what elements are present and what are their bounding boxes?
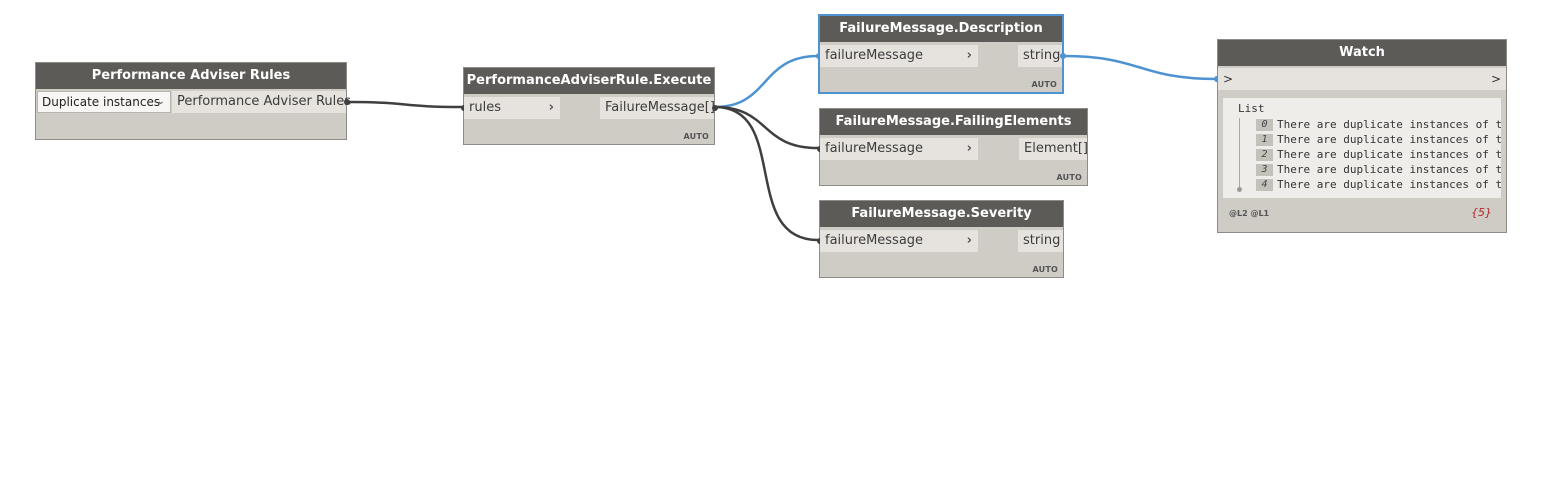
wire-rules [346,100,463,109]
list-item-text: There are duplicate instances of t [1277,133,1501,146]
node-title[interactable]: Watch [1218,40,1506,66]
list-index: 0 [1256,119,1273,131]
output-port-label: Element[] [1024,141,1088,156]
output-port-string[interactable]: string [1018,45,1062,67]
output-port-label: FailureMessage[] [605,100,715,115]
watch-port-bar: > > [1218,68,1506,90]
input-port-failure-message[interactable]: failureMessage › [820,45,978,67]
lacing-label[interactable]: AUTO [683,132,709,141]
node-title[interactable]: FailureMessage.Description [820,16,1062,42]
node-title[interactable]: Performance Adviser Rules [36,63,346,89]
input-port-failure-message[interactable]: failureMessage › [820,230,978,252]
watch-list-item: 4 There are duplicate instances of t [1256,177,1501,192]
output-port-string[interactable]: string [1018,230,1063,252]
output-connector[interactable] [712,105,718,111]
node-performance-adviser-rule-execute[interactable]: PerformanceAdviserRule.Execute rules › F… [461,67,718,145]
list-index: 3 [1256,164,1273,176]
node-title[interactable]: PerformanceAdviserRule.Execute [464,68,714,94]
input-port-label: failureMessage [825,233,924,248]
list-levels: @L2 @L1 [1229,209,1270,218]
output-port-element-list[interactable]: Element[] [1019,138,1088,160]
lacing-label[interactable]: AUTO [1056,173,1082,182]
input-port-label: failureMessage [825,141,924,156]
list-item-text: There are duplicate instances of t [1277,118,1501,131]
node-title[interactable]: FailureMessage.Severity [820,201,1063,227]
watch-list-item: 1 There are duplicate instances of t [1256,132,1501,147]
list-item-text: There are duplicate instances of t [1277,178,1501,191]
lacing-label[interactable]: AUTO [1031,80,1057,89]
watch-list-item: 0 There are duplicate instances of t [1256,117,1501,132]
output-connector[interactable] [344,99,350,105]
output-port-label: string [1023,233,1061,248]
input-port-label: rules [469,100,501,115]
chevron-right-icon: › [966,233,972,248]
chevron-right-icon: › [966,48,972,63]
node-failure-message-description[interactable]: FailureMessage.Description failureMessag… [816,14,1066,94]
output-port-failure-message[interactable]: FailureMessage[] [600,97,715,119]
output-port-performance-adviser-rules[interactable]: Performance Adviser Rules [172,91,351,113]
list-item-text: There are duplicate instances of t [1277,148,1501,161]
wire-description [714,54,819,109]
output-port-label: string [1023,48,1061,63]
input-connector[interactable] [816,53,822,59]
node-failure-message-severity[interactable]: FailureMessage.Severity failureMessage ›… [817,200,1064,278]
watch-list-item: 3 There are duplicate instances of t [1256,162,1501,177]
lacing-label[interactable]: AUTO [1032,265,1058,274]
input-port-label: failureMessage [825,48,924,63]
tree-end-dot [1237,187,1242,192]
chevron-right-icon: › [548,100,554,115]
chevron-down-icon: ⌄ [156,96,165,107]
output-port-label: Performance Adviser Rules [177,94,352,109]
wire-severity [714,105,819,242]
tree-line [1239,118,1240,190]
rule-dropdown[interactable]: Duplicate instances ⌄ [37,91,171,113]
node-performance-adviser-rules[interactable]: Performance Adviser Rules Duplicate inst… [35,62,351,140]
input-port-rules[interactable]: rules › [464,97,560,119]
watch-list-item: 2 There are duplicate instances of t [1256,147,1501,162]
list-header: List [1238,102,1265,115]
node-title[interactable]: FailureMessage.FailingElements [820,109,1087,135]
output-connector[interactable] [1060,53,1066,59]
dropdown-value: Duplicate instances [42,95,161,109]
output-port-glyph[interactable]: > [1490,72,1501,86]
node-failure-message-failing-elements[interactable]: FailureMessage.FailingElements failureMe… [817,108,1088,186]
wire-watch [1063,54,1217,81]
input-port-glyph[interactable]: > [1223,72,1234,86]
input-connector[interactable] [1214,76,1220,82]
list-index: 4 [1256,179,1273,191]
item-count: {5} [1471,206,1492,219]
list-index: 2 [1256,149,1273,161]
list-index: 1 [1256,134,1273,146]
list-item-text: There are duplicate instances of t [1277,163,1501,176]
chevron-right-icon: › [966,141,972,156]
input-port-failure-message[interactable]: failureMessage › [820,138,978,160]
wire-failing-elements [714,105,819,150]
